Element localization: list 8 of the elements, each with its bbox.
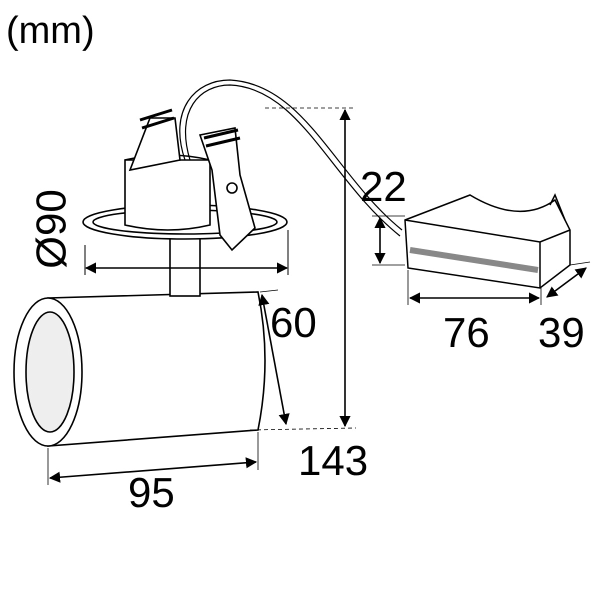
dimension-label: 76 bbox=[443, 312, 490, 354]
dimension-label: 22 bbox=[360, 166, 407, 208]
dimension-label: Ø90 bbox=[30, 189, 73, 269]
unit-label: (mm) bbox=[6, 12, 95, 50]
dimension-label: 143 bbox=[298, 440, 368, 482]
dimension-label: 95 bbox=[128, 472, 175, 514]
dimension-label: 39 bbox=[538, 312, 585, 354]
dimension-label: 60 bbox=[270, 302, 317, 344]
